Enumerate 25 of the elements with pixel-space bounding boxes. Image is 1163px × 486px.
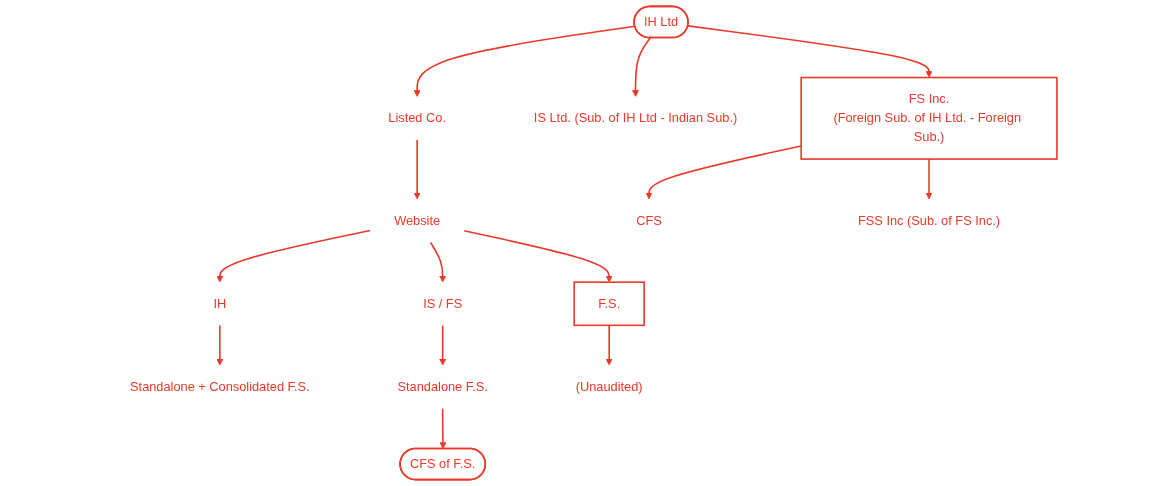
- arrow: [413, 25, 636, 98]
- arrow: [925, 158, 933, 200]
- arrow: [645, 145, 802, 200]
- node-box: FS Inc. (Foreign Sub. of IH Ltd. - Foreign Sub.): [800, 76, 1058, 160]
- node-text: Standalone + Consolidated F.S.: [130, 379, 310, 394]
- arrow: [216, 324, 224, 366]
- arrow: [687, 25, 933, 78]
- node-text: FSS Inc (Sub. of FS Inc.): [857, 213, 1001, 228]
- arrow: [439, 407, 447, 450]
- node-text: IS / FS: [423, 296, 463, 311]
- arrow: [605, 324, 613, 366]
- node-text: CFS: [636, 213, 662, 228]
- node-text: IS Ltd. (Sub. of IH Ltd - Indian Sub.): [533, 111, 738, 125]
- arrow: [216, 229, 371, 283]
- arrow: [439, 324, 447, 366]
- node-text: Listed Co.: [388, 111, 446, 125]
- node-text: (Unaudited): [575, 379, 643, 394]
- node-box: F.S.: [573, 281, 645, 327]
- arrow: [413, 139, 421, 200]
- node-text: Website: [394, 213, 441, 228]
- node-text: Standalone F.S.: [397, 379, 488, 394]
- node-text: IH: [213, 296, 227, 311]
- arrow: [429, 241, 447, 283]
- arrow: [463, 230, 613, 283]
- arrow: [632, 37, 652, 98]
